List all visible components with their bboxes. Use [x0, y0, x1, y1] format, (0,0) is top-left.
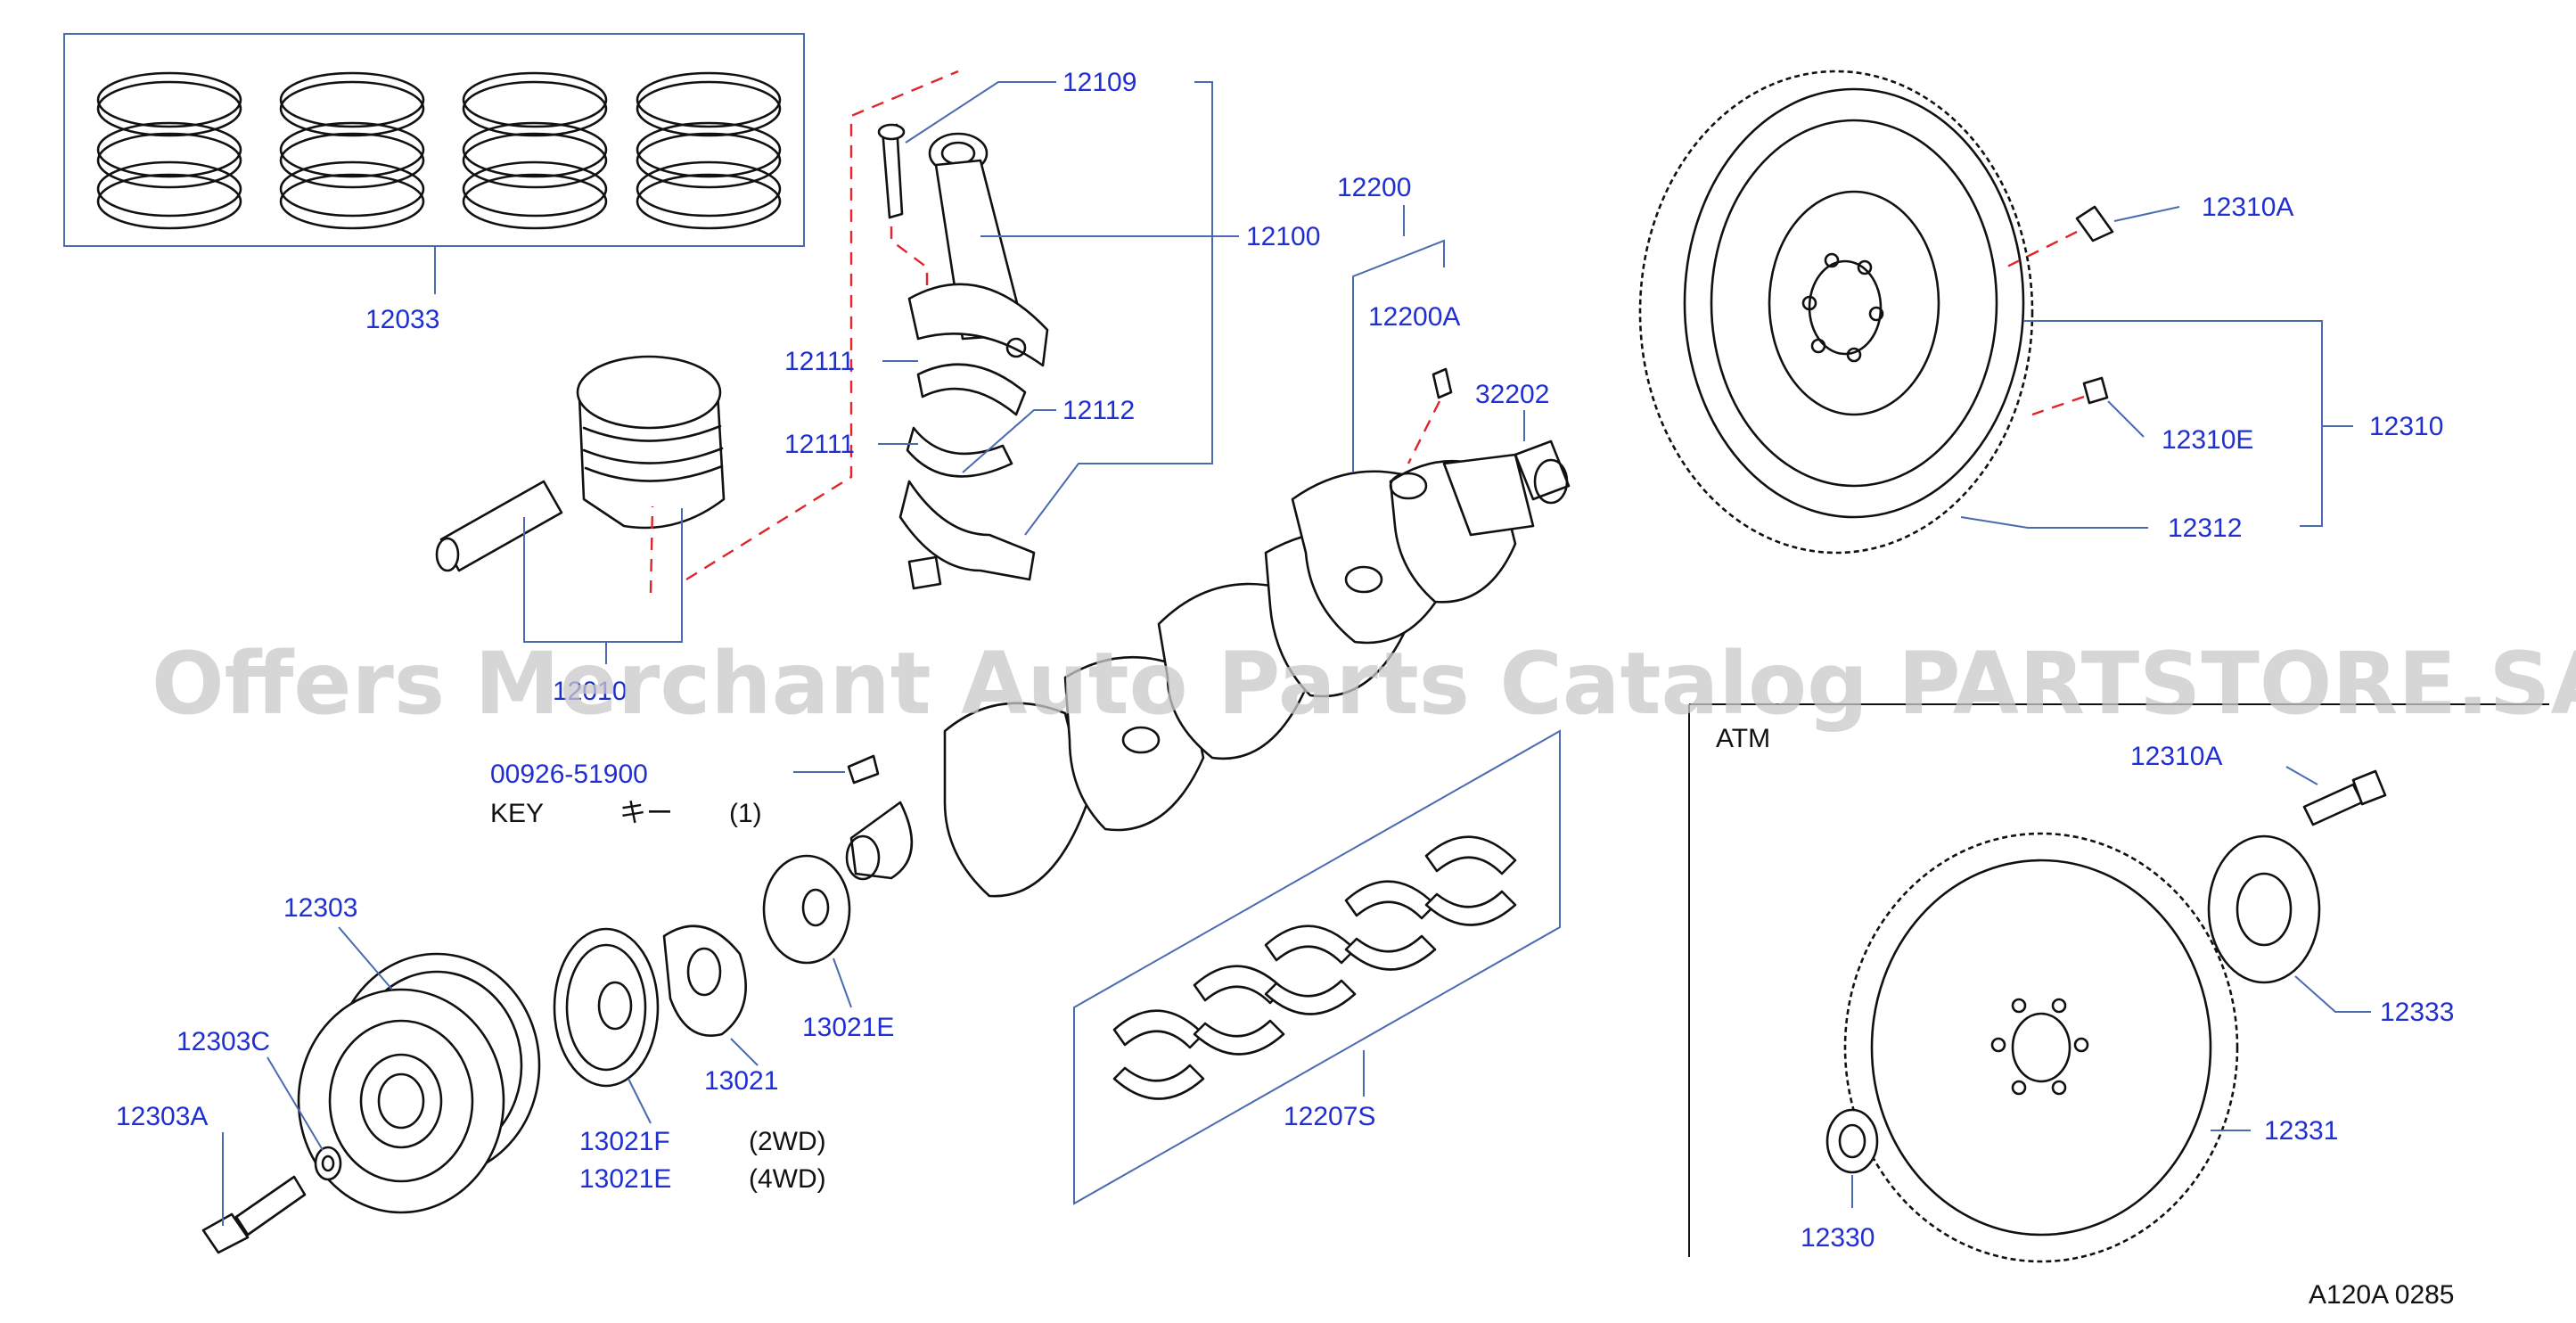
note-4wd: (4WD) — [749, 1164, 826, 1194]
piston-ring-stack-2 — [279, 71, 425, 230]
label-12310A-atm[interactable]: 12310A — [2130, 742, 2222, 771]
label-13021E-right[interactable]: 13021E — [802, 1013, 894, 1042]
label-12312[interactable]: 12312 — [2168, 514, 2242, 543]
label-12100[interactable]: 12100 — [1246, 222, 1320, 251]
piston-crown — [576, 355, 722, 430]
label-12207S[interactable]: 12207S — [1284, 1102, 1375, 1131]
key-quantity: (1) — [729, 799, 762, 828]
pulley-bolt — [234, 1175, 307, 1237]
drive-plate-spacer — [1825, 1108, 1879, 1174]
drive-plate-bolt — [2302, 783, 2364, 826]
label-12109[interactable]: 12109 — [1062, 68, 1136, 97]
crank-web-1 — [943, 702, 1089, 898]
label-13021E-bottom[interactable]: 13021E — [579, 1164, 671, 1194]
label-12112[interactable]: 12112 — [1062, 396, 1135, 425]
label-12010[interactable]: 12010 — [553, 677, 627, 706]
label-13021[interactable]: 13021 — [704, 1066, 778, 1096]
pilot-bearing — [1514, 440, 1571, 501]
crank-spacer-13021E — [762, 854, 851, 965]
dash-plug — [1407, 400, 1441, 464]
atm-section-group: ATM 12310A 12333 12331 12330 — [1688, 703, 2549, 1263]
crank-pulley-group: 12303 12303C 12303A — [116, 893, 541, 1254]
flywheel-bolt — [2075, 205, 2114, 242]
label-12303A[interactable]: 12303A — [116, 1102, 208, 1131]
label-13021F[interactable]: 13021F — [579, 1127, 670, 1156]
connecting-rod-group: 12109 12100 12111 12111 12112 — [784, 68, 1320, 590]
crank-plug — [1432, 367, 1453, 399]
flywheel-face — [1683, 87, 2025, 519]
label-12331[interactable]: 12331 — [2264, 1116, 2338, 1146]
piston-ring-stack-4 — [636, 71, 782, 230]
label-12200[interactable]: 12200 — [1337, 173, 1411, 202]
label-12330[interactable]: 12330 — [1801, 1223, 1875, 1253]
label-32202[interactable]: 32202 — [1475, 380, 1549, 409]
flywheel-group: 12310A 12310 12310E 12312 — [1638, 70, 2443, 555]
oil-thrower-13021F — [553, 927, 660, 1088]
label-12303C[interactable]: 12303C — [176, 1027, 270, 1056]
piston-pin — [439, 480, 563, 572]
rod-cap — [898, 480, 1036, 581]
note-2wd: (2WD) — [749, 1127, 826, 1156]
label-12310A-top[interactable]: 12310A — [2202, 193, 2293, 222]
atm-heading: ATM — [1716, 724, 1770, 753]
main-bearing-frame — [1073, 729, 1561, 1205]
crankshaft-group: 12200 12200A 32202 — [793, 173, 1571, 898]
timing-parts-group: 13021F (2WD) 13021E (4WD) 13021 13021E — [553, 854, 894, 1194]
label-12310E[interactable]: 12310E — [2162, 425, 2253, 455]
watermark-text: Offers Merchant Auto Parts Catalog PARTS… — [152, 634, 2576, 734]
label-12310[interactable]: 12310 — [2369, 412, 2443, 441]
reinforcement-plate — [2207, 834, 2321, 984]
catalog-code: A120A 0285 — [2309, 1280, 2455, 1310]
rod-big-end — [907, 283, 1049, 367]
rod-bearing-lower — [906, 426, 1013, 478]
dash-piston-to-rod — [685, 70, 959, 581]
dash-flywheel-bolt — [2005, 230, 2078, 269]
key-japanese: キー — [619, 799, 673, 828]
label-12200A[interactable]: 12200A — [1368, 302, 1460, 332]
label-12111-upper[interactable]: 12111 — [784, 347, 855, 376]
main-bearing-set-group: 12207S — [1073, 729, 1561, 1205]
key-note-group: 00926-51900 KEY キー (1) — [490, 760, 762, 828]
drive-plate — [1870, 859, 2212, 1237]
key-english: KEY — [490, 799, 544, 828]
pulley-washer — [314, 1146, 342, 1181]
flywheel-dowel — [2082, 376, 2109, 405]
crank-sprocket-13021 — [662, 924, 747, 1037]
crank-web-2 — [1063, 655, 1205, 832]
dash-flywheel-dowel — [2031, 395, 2085, 416]
label-12111-lower[interactable]: 12111 — [784, 430, 855, 459]
label-12033[interactable]: 12033 — [365, 305, 439, 334]
rod-cap-nut — [907, 555, 942, 590]
piston-ring-set-group: 12033 — [63, 33, 805, 334]
crank-nose — [849, 801, 914, 880]
piston-ring-stack-3 — [462, 71, 608, 230]
rod-bearing-upper — [916, 363, 1027, 416]
crank-key — [847, 754, 880, 785]
label-12333[interactable]: 12333 — [2380, 998, 2454, 1027]
label-00926-51900[interactable]: 00926-51900 — [490, 760, 648, 789]
label-12303[interactable]: 12303 — [283, 893, 357, 923]
dash-piston-center — [649, 505, 654, 594]
piston-body — [578, 390, 726, 530]
crank-rear-flange — [1442, 453, 1535, 537]
piston-ring-stack-1 — [96, 71, 242, 230]
piston-group: 12010 — [435, 355, 726, 706]
